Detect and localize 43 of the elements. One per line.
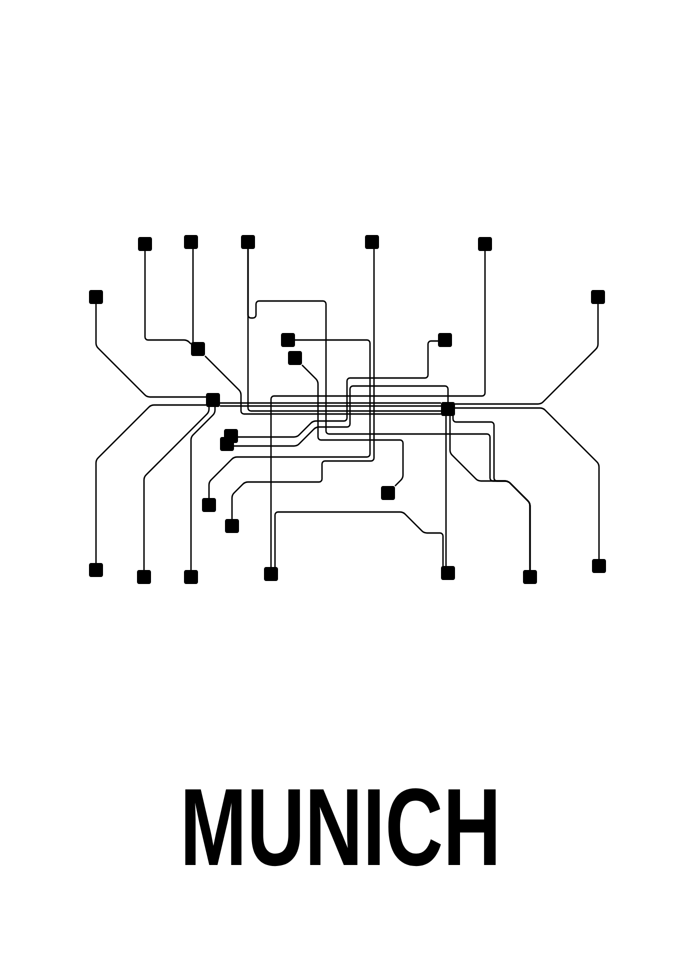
route-line bbox=[455, 407, 600, 559]
station-square bbox=[592, 559, 606, 573]
route-line bbox=[231, 249, 375, 519]
station-square bbox=[441, 566, 455, 580]
route-line bbox=[445, 416, 447, 566]
station-square bbox=[591, 290, 605, 304]
route-line bbox=[234, 385, 449, 447]
route-line bbox=[95, 304, 206, 398]
route-line bbox=[302, 364, 404, 486]
station-square bbox=[206, 393, 220, 407]
station-square bbox=[281, 333, 295, 347]
station-square bbox=[264, 567, 278, 581]
route-line bbox=[204, 356, 441, 415]
station-square bbox=[288, 351, 302, 365]
route-line bbox=[192, 249, 194, 342]
route-line bbox=[144, 251, 192, 344]
route-line bbox=[274, 511, 444, 567]
station-square bbox=[225, 519, 239, 533]
route-line bbox=[455, 304, 599, 405]
route-line bbox=[190, 407, 216, 570]
station-square bbox=[138, 237, 152, 251]
route-line bbox=[270, 251, 486, 567]
route-line bbox=[220, 402, 441, 404]
station-square bbox=[478, 237, 492, 251]
station-square bbox=[89, 290, 103, 304]
station-square bbox=[220, 437, 234, 451]
station-square bbox=[241, 235, 255, 249]
station-square bbox=[184, 235, 198, 249]
station-square bbox=[441, 402, 455, 416]
station-square bbox=[137, 570, 151, 584]
route-line bbox=[95, 404, 206, 563]
station-square bbox=[202, 498, 216, 512]
station-square bbox=[365, 235, 379, 249]
route-line bbox=[220, 405, 441, 407]
station-square bbox=[381, 486, 395, 500]
station-square bbox=[184, 570, 198, 584]
station-square bbox=[438, 333, 452, 347]
station-square bbox=[523, 570, 537, 584]
title: MUNICH bbox=[185, 788, 496, 866]
route-line bbox=[208, 339, 371, 498]
station-square bbox=[191, 342, 205, 356]
route-line bbox=[143, 407, 210, 570]
station-square bbox=[89, 563, 103, 577]
